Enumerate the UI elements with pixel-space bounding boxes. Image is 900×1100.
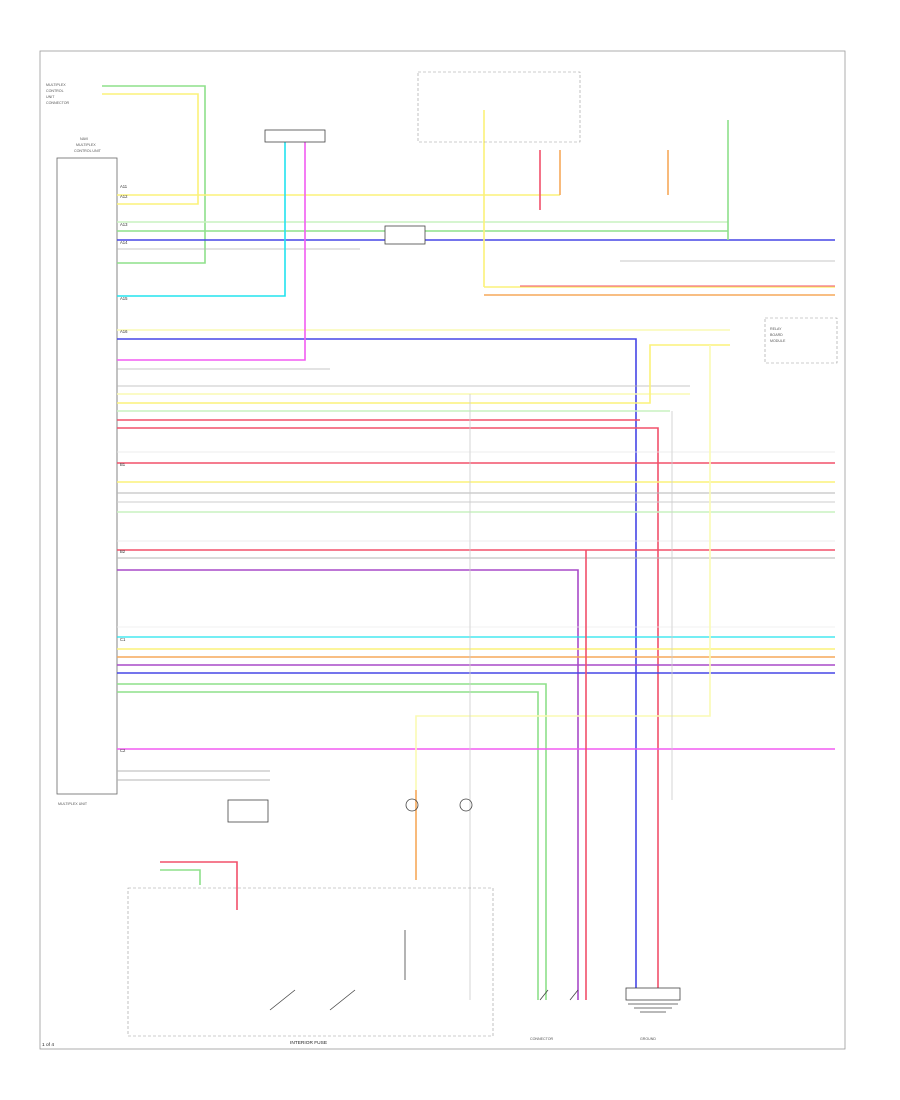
right-module-label: RELAY (770, 327, 782, 331)
bottom-mid-label: CONNECTOR (530, 1037, 553, 1041)
bottom-fuse-label: INTERIOR FUSE (290, 1040, 327, 1046)
wire-magenta-1 (117, 130, 306, 361)
wire-red-bottom-left (160, 861, 238, 910)
wire-green-top (102, 85, 206, 264)
wire-violet (117, 569, 579, 1000)
pin-label-2: A12 (120, 194, 128, 199)
pin-label-1: A11 (120, 184, 128, 189)
connector-ground-right (625, 987, 681, 1001)
wire-yellow-3 (117, 344, 730, 404)
connector-bottom-relay (227, 799, 269, 823)
wire-blue-2 (117, 338, 637, 1000)
top-middle-box (417, 71, 581, 143)
connector-blocks (227, 129, 681, 1001)
footer-code: 1 of 4 (42, 1042, 54, 1048)
harness-wires (102, 85, 835, 1000)
pin-label-3: A13 (120, 222, 128, 227)
bottom-right-label: GROUND (640, 1037, 656, 1041)
wire-green-3 (117, 683, 547, 1000)
right-module-label-2: BOARD (770, 333, 783, 337)
top-left-label-4: CONNECTOR (46, 101, 69, 105)
pin-label-6: A16 (120, 329, 128, 334)
pin-label-5: A15 (120, 296, 128, 301)
diagram-frame (39, 50, 846, 1050)
switch-contacts (269, 798, 579, 1011)
pin-label-4: A14 (120, 240, 128, 245)
pin-label-8: B2 (120, 549, 126, 554)
top-left-label-1: MULTIPLEX (46, 83, 66, 87)
control-unit-footer-label: MULTIPLEX UNIT (58, 802, 88, 806)
wire-red-1 (117, 427, 659, 1000)
dashed-frames (127, 71, 838, 1037)
top-left-label-2: CONTROL (46, 89, 64, 93)
right-relay-box (764, 317, 838, 364)
connector-top-a (264, 129, 326, 143)
wire-yellow-top (102, 93, 199, 205)
pin-label-7: B1 (120, 462, 126, 467)
pin-label-10: C2 (120, 748, 126, 753)
wire-green-bottom-left (160, 869, 201, 885)
ground-symbol (628, 1003, 678, 1013)
control-unit-box (56, 157, 118, 795)
control-unit-title: NAVI (80, 137, 88, 141)
right-module-label-3: MODULE (770, 339, 786, 343)
wire-green-4 (117, 691, 539, 1000)
wire-pale-yellow-vert (415, 345, 711, 790)
wire-cyan (117, 130, 286, 297)
connector-mid (384, 225, 426, 245)
bottom-fuse-box (127, 887, 494, 1037)
pin-labels: A11 A12 A13 A14 A15 A16 B1 B2 C1 C2 (120, 184, 128, 753)
top-left-label-3: UNIT (46, 95, 55, 99)
control-unit-title-3: CONTROL UNIT (74, 149, 102, 153)
control-unit-title-2: MULTIPLEX (76, 143, 96, 147)
pin-label-9: C1 (120, 637, 126, 642)
